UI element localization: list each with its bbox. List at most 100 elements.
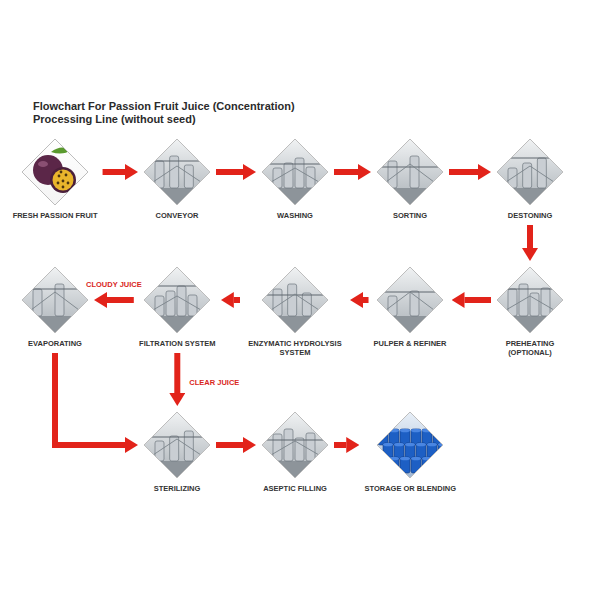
flow-arrow bbox=[216, 169, 243, 175]
floor bbox=[143, 461, 211, 479]
railing bbox=[506, 166, 554, 182]
flow-arrow bbox=[465, 297, 491, 303]
process-step: WASHING bbox=[261, 138, 329, 220]
barrel bbox=[422, 429, 432, 445]
fruit-seed bbox=[65, 174, 68, 177]
railing bbox=[153, 439, 201, 455]
machine-tank bbox=[410, 291, 419, 316]
step-label: WASHING bbox=[277, 211, 313, 220]
step-illustration bbox=[261, 138, 329, 206]
machine-tank bbox=[177, 286, 186, 316]
pipe bbox=[267, 439, 323, 440]
floor bbox=[496, 316, 564, 334]
process-step: ASEPTIC FILLING bbox=[261, 411, 329, 493]
illustration-ground bbox=[496, 138, 564, 206]
illustration bbox=[143, 138, 211, 206]
illustration-ground bbox=[143, 411, 211, 479]
step-label: ENZYMATIC HYDROLYSIS SYSTEM bbox=[245, 339, 345, 357]
floor bbox=[376, 316, 444, 334]
illustration-ground bbox=[261, 266, 329, 334]
step-illustration bbox=[21, 266, 89, 334]
fruit-seed bbox=[57, 182, 60, 185]
diamond-outline bbox=[262, 267, 328, 333]
edge-label: CLEAR JUICE bbox=[187, 378, 241, 387]
machine-tank bbox=[306, 433, 315, 461]
step-icon bbox=[376, 266, 444, 334]
fruit-seed bbox=[62, 186, 65, 189]
illustration-ground bbox=[143, 266, 211, 334]
step-icon bbox=[143, 411, 211, 479]
railing bbox=[386, 164, 434, 182]
fruit-seed bbox=[62, 180, 65, 183]
diamond-outline bbox=[377, 139, 443, 205]
illustration bbox=[21, 266, 89, 334]
step-label: STERILIZING bbox=[154, 484, 201, 493]
illustration-ground bbox=[261, 411, 329, 479]
barrel bbox=[405, 443, 415, 459]
step-label: CONVEYOR bbox=[156, 211, 199, 220]
railing bbox=[271, 441, 319, 455]
floor bbox=[261, 188, 329, 206]
step-illustration bbox=[261, 411, 329, 479]
process-step: FILTRATION SYSTEM bbox=[139, 266, 216, 348]
flow-arrow bbox=[107, 297, 134, 303]
illustration bbox=[376, 411, 444, 479]
step-illustration bbox=[496, 266, 564, 334]
barrel-top bbox=[378, 457, 388, 461]
floor bbox=[143, 188, 211, 206]
pipe bbox=[149, 436, 205, 437]
step-label: SORTING bbox=[393, 211, 427, 220]
railing bbox=[153, 296, 201, 310]
fruit-pulp bbox=[53, 170, 74, 191]
diamond-outline bbox=[497, 139, 563, 205]
barrel bbox=[411, 457, 421, 473]
barrel-top bbox=[405, 443, 415, 447]
fruit-seed bbox=[60, 171, 63, 174]
fruit-half-rind bbox=[50, 167, 76, 193]
railing bbox=[153, 166, 201, 182]
machine-tank bbox=[288, 284, 297, 316]
diagram-title: Flowchart For Passion Fruit Juice (Conce… bbox=[33, 100, 323, 126]
floor bbox=[496, 188, 564, 206]
diamond-outline bbox=[144, 412, 210, 478]
step-label: ASEPTIC FILLING bbox=[263, 484, 327, 493]
process-step: PREHEATING (OPTIONAL) bbox=[496, 266, 564, 357]
barrel bbox=[400, 457, 410, 473]
edge-label-holder: CLOUDY JUICE bbox=[84, 273, 144, 291]
illustration-ground bbox=[376, 138, 444, 206]
step-icon bbox=[21, 266, 89, 334]
illustration-ground bbox=[261, 138, 329, 206]
railing bbox=[31, 292, 79, 310]
flow-arrow bbox=[334, 442, 346, 448]
diamond-outline bbox=[377, 267, 443, 333]
barrel-top bbox=[416, 443, 426, 447]
step-icon bbox=[496, 138, 564, 206]
fruit-highlight bbox=[38, 161, 48, 167]
barrel-top bbox=[394, 443, 404, 447]
illustration bbox=[496, 266, 564, 334]
diamond-outline bbox=[262, 139, 328, 205]
floor bbox=[21, 316, 89, 334]
step-icon bbox=[261, 411, 329, 479]
pipe bbox=[267, 163, 323, 164]
illustration-ground bbox=[376, 411, 444, 479]
barrel bbox=[400, 429, 410, 445]
flow-arrow bbox=[55, 353, 125, 445]
machine-tank bbox=[166, 291, 175, 316]
step-illustration bbox=[143, 266, 211, 334]
barrel bbox=[416, 443, 426, 459]
process-step: STERILIZING bbox=[143, 411, 211, 493]
step-illustration bbox=[261, 266, 329, 334]
diamond-outline bbox=[262, 412, 328, 478]
illustration bbox=[261, 411, 329, 479]
step-illustration bbox=[496, 138, 564, 206]
step-label: PREHEATING (OPTIONAL) bbox=[500, 339, 560, 357]
step-illustration bbox=[376, 138, 444, 206]
process-step: DESTONING bbox=[496, 138, 564, 220]
illustration-ground bbox=[496, 266, 564, 334]
railing bbox=[386, 292, 434, 310]
flow-arrow bbox=[334, 169, 358, 175]
floor bbox=[261, 316, 329, 334]
title-block: Flowchart For Passion Fruit Juice (Conce… bbox=[33, 100, 323, 126]
step-icon bbox=[376, 411, 444, 479]
